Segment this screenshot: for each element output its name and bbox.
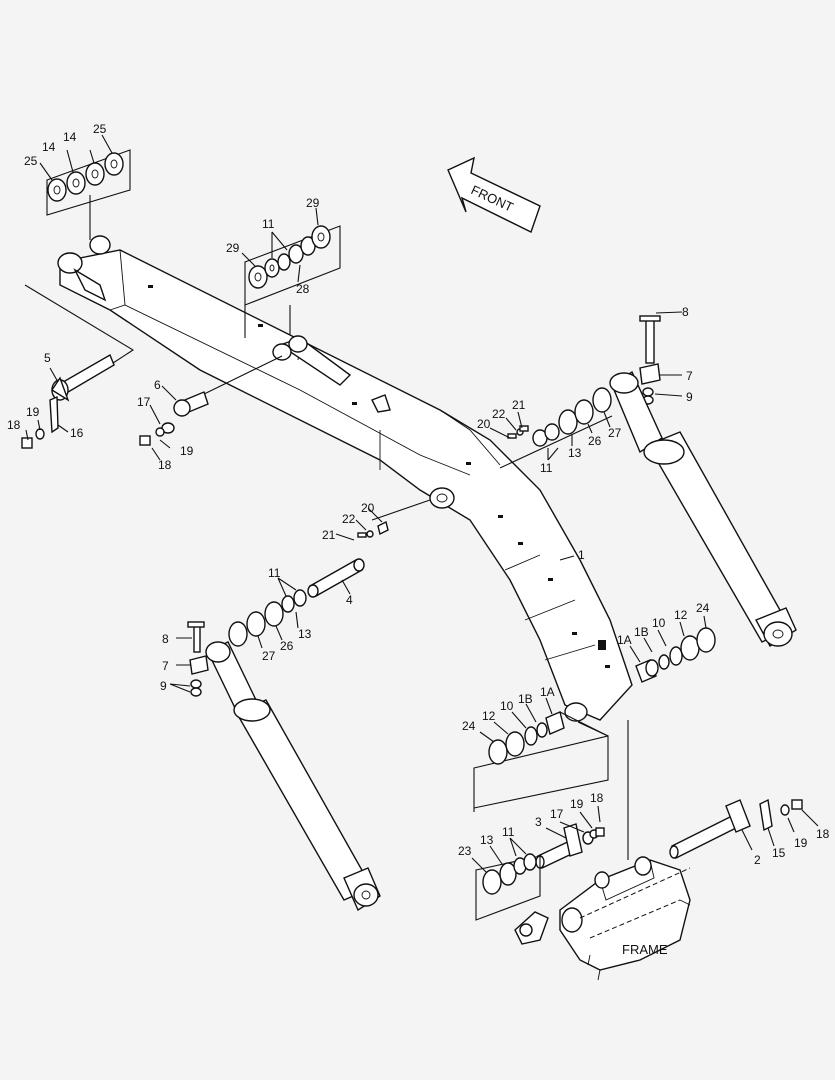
boom-top-pin-group: 5 19 18 16 (7, 284, 135, 449)
callout-27-b: 27 (262, 649, 276, 663)
callout-18-b: 18 (158, 458, 172, 472)
callout-26-a: 26 (588, 434, 602, 448)
callout-13-c: 13 (480, 833, 494, 847)
callout-12-b: 12 (482, 709, 496, 723)
washer-stack-25-14: 25 14 14 25 (24, 122, 131, 240)
washer-stack-29-11-28: 29 11 29 28 (226, 196, 341, 338)
callout-28: 28 (296, 282, 310, 296)
washer-stack-23-13-11: 23 13 11 (458, 825, 541, 921)
callout-26-b: 26 (280, 639, 294, 653)
callout-3: 3 (535, 815, 542, 829)
leader-1 (559, 555, 575, 561)
callout-18-d: 18 (816, 827, 830, 841)
callout-25-b: 25 (93, 122, 107, 136)
callout-24-a: 24 (696, 601, 710, 615)
callout-8-b: 8 (162, 632, 169, 646)
callout-17-a: 17 (137, 395, 151, 409)
callout-20-a: 20 (477, 417, 491, 431)
callout-21-a: 21 (512, 398, 526, 412)
callout-19-a: 19 (26, 405, 40, 419)
callout-25-a: 25 (24, 154, 38, 168)
callout-5: 5 (44, 351, 51, 365)
callout-23: 23 (458, 844, 472, 858)
callout-10-a: 10 (652, 616, 666, 630)
callout-22-b: 22 (342, 512, 356, 526)
frame-label: FRAME (622, 942, 668, 957)
callout-11-c: 11 (268, 566, 281, 580)
washer-stack-right-upper: 20 22 21 11 13 26 27 (477, 387, 622, 475)
callout-1A-a: 1A (617, 633, 632, 647)
callout-7-a: 7 (686, 369, 693, 383)
callout-6: 6 (154, 378, 161, 392)
callout-9-a: 9 (686, 390, 693, 404)
callout-1: 1 (578, 548, 585, 562)
boom-foot-pin-left-group: 3 17 19 18 (535, 791, 605, 869)
callout-19-c: 19 (570, 797, 584, 811)
callout-19-d: 19 (794, 836, 808, 850)
washer-stack-foot-right: 1A 1B 10 12 24 (617, 601, 716, 683)
callout-1A-b: 1A (540, 685, 555, 699)
callout-2: 2 (754, 853, 761, 867)
callout-20-b: 20 (361, 501, 375, 515)
callout-12-a: 12 (674, 608, 688, 622)
callout-8-a: 8 (682, 305, 689, 319)
callout-11-a: 11 (262, 217, 275, 231)
boom-cylinder-right: 8 7 9 (609, 305, 797, 647)
callout-10-b: 10 (500, 699, 514, 713)
boom-cylinder-left: 8 7 9 (160, 621, 381, 912)
callout-1B-b: 1B (518, 692, 533, 706)
boom-body (57, 235, 633, 722)
callout-1B-a: 1B (634, 625, 649, 639)
callout-13-b: 13 (298, 627, 312, 641)
boom-foot-pin-right-group: 2 15 19 18 (627, 720, 830, 867)
callout-29-b: 29 (306, 196, 320, 210)
callout-29-a: 29 (226, 241, 240, 255)
washer-stack-left-lower: 11 13 26 27 (228, 566, 312, 663)
callout-16: 16 (70, 426, 84, 440)
callout-19-b: 19 (180, 444, 194, 458)
callout-17-b: 17 (550, 807, 564, 821)
boom-cylinder-pin-group: 21 22 20 4 (307, 499, 431, 607)
callout-15: 15 (772, 846, 786, 860)
callout-22-a: 22 (492, 407, 506, 421)
callout-11-d: 11 (502, 825, 515, 839)
callout-24-b: 24 (462, 719, 476, 733)
callout-14-a: 14 (42, 140, 56, 154)
frame-bracket: FRAME (514, 856, 691, 981)
callout-9-b: 9 (160, 679, 167, 693)
callout-11-b: 11 (540, 461, 553, 475)
callout-21-b: 21 (322, 528, 336, 542)
callout-18-c: 18 (590, 791, 604, 805)
callout-7-b: 7 (162, 659, 169, 673)
foot-leader (577, 721, 609, 737)
callout-4: 4 (346, 593, 353, 607)
callout-27-a: 27 (608, 426, 622, 440)
callout-13-a: 13 (568, 446, 582, 460)
callout-18-a: 18 (7, 418, 21, 432)
cylinder-head-pin-group: 6 17 19 18 (137, 355, 283, 472)
callout-14-b: 14 (63, 130, 77, 144)
